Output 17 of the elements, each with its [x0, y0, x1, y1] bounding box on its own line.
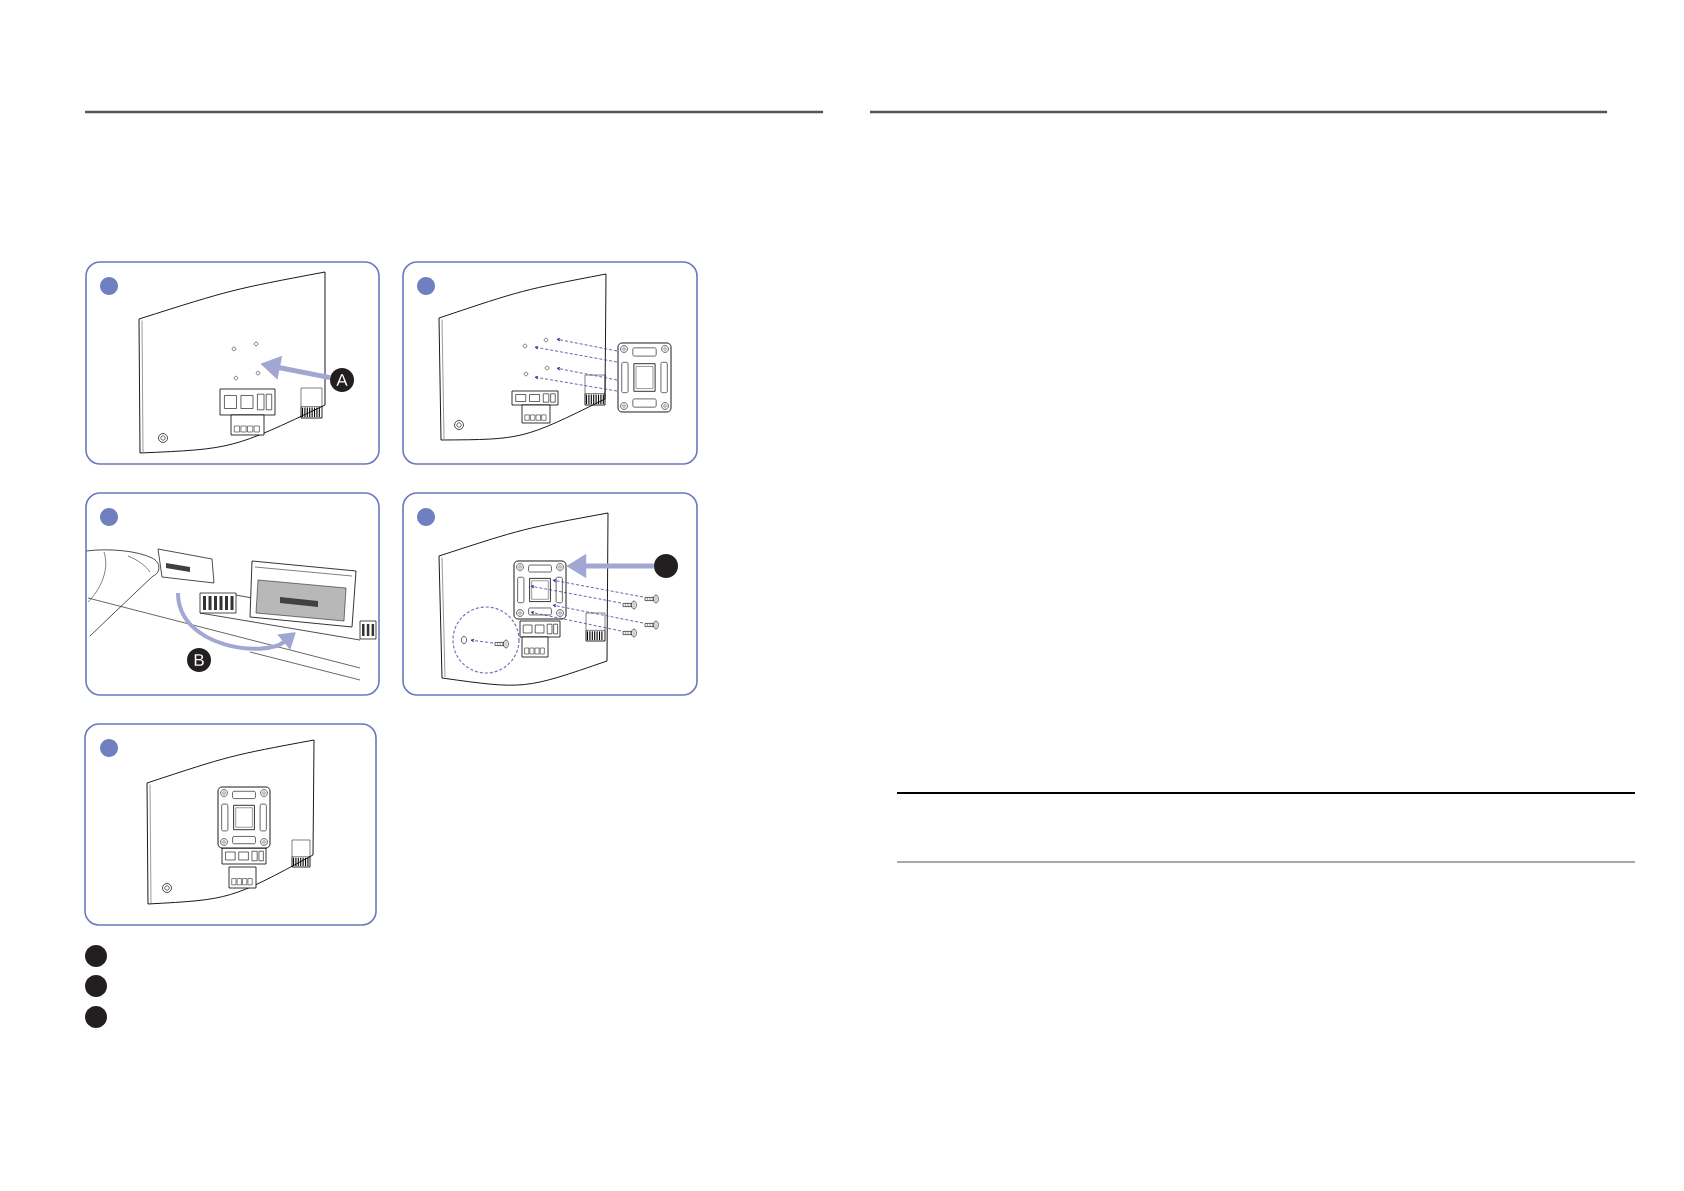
callout-letter: B	[187, 648, 211, 672]
step-panel	[402, 261, 698, 465]
step-circle	[100, 739, 118, 757]
callout-circle	[654, 554, 678, 578]
step-panel	[402, 492, 698, 696]
callout-letter: A	[330, 368, 354, 392]
callout-circle	[85, 945, 107, 967]
hole-pattern	[231, 341, 261, 381]
step-circle	[417, 508, 435, 526]
step-circle	[100, 508, 118, 526]
step-panel	[85, 261, 380, 465]
step-circle	[100, 277, 118, 295]
step-panel	[84, 723, 377, 926]
step-circle	[417, 277, 435, 295]
callout-circle	[85, 975, 107, 997]
callout-circle	[85, 1006, 107, 1028]
step-panel	[85, 492, 380, 696]
